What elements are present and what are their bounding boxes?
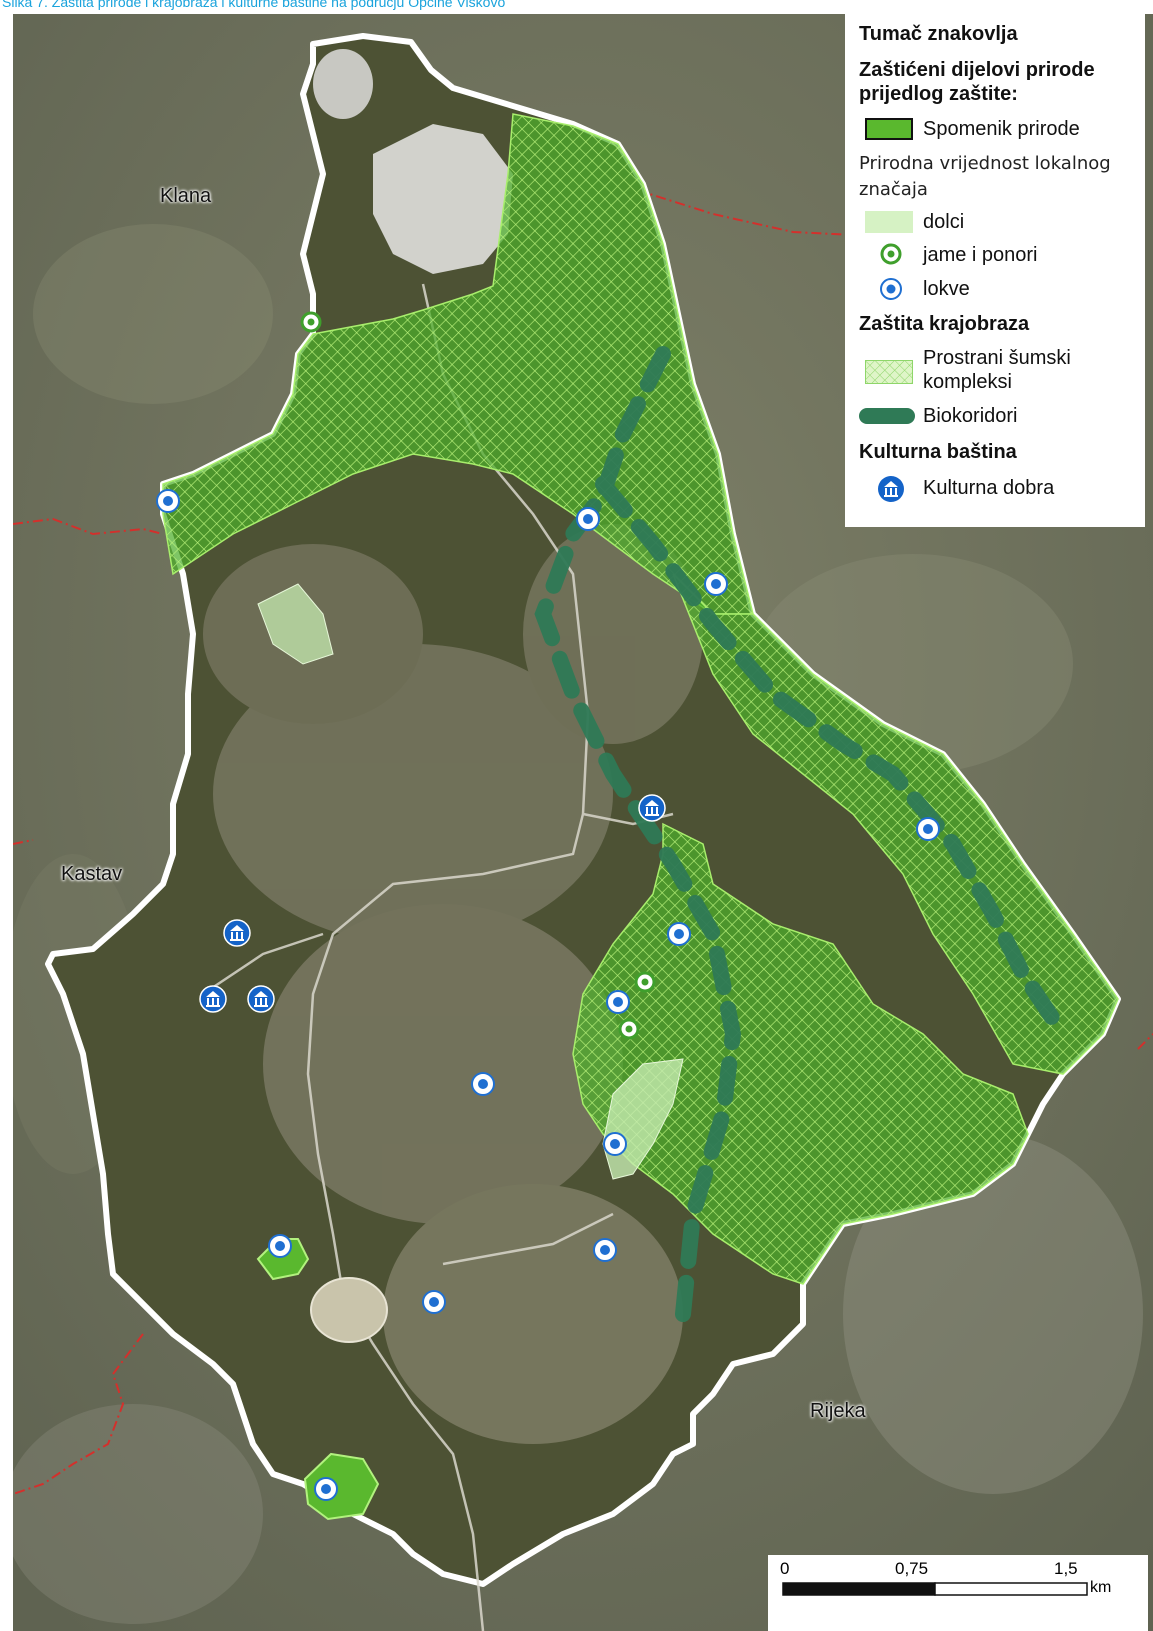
- legend-local-value: Prirodna vrijednost lokalnog značaja: [859, 153, 1111, 200]
- blue-dot-icon[interactable]: [606, 990, 630, 1014]
- legend-dolci-symbol: [865, 211, 913, 233]
- scale-tick-15: 1,5: [1054, 1559, 1078, 1578]
- legend-spomenik-label: Spomenik prirode: [923, 118, 1080, 140]
- settlement-texture: [203, 524, 703, 1444]
- blue-dot-icon[interactable]: [576, 507, 600, 531]
- legend-section-culture: Kulturna baština: [859, 441, 1017, 463]
- jame-markers: [300, 311, 656, 1040]
- legend-biokoridori-symbol: [859, 408, 915, 424]
- legend-prostrani-label: Prostrani šumski kompleksi: [923, 347, 1071, 393]
- blue-dot-icon[interactable]: [704, 572, 728, 596]
- blue-dot-icon[interactable]: [471, 1072, 495, 1096]
- green-ring-icon[interactable]: [618, 1018, 640, 1040]
- place-label-kastav: Kastav: [61, 863, 123, 885]
- museum-icon[interactable]: [199, 985, 227, 1013]
- figure-caption: Slika 7. Zaštita prirode i krajobraza i …: [0, 0, 1153, 14]
- blue-dot-icon[interactable]: [603, 1132, 627, 1156]
- legend-dolci-label: dolci: [923, 211, 965, 233]
- legend-title: Tumač znakovlja: [859, 23, 1018, 45]
- legend-lokve-label: lokve: [923, 278, 970, 300]
- scale-bar: 0 0,75 1,5 km: [768, 1555, 1148, 1631]
- green-ring-icon[interactable]: [300, 311, 322, 333]
- culture-markers: [199, 794, 666, 1013]
- quarry-north: [313, 49, 373, 119]
- scale-tick-075: 0,75: [895, 1559, 929, 1578]
- legend-museum-icon: [878, 476, 904, 502]
- caption-text: Slika 7. Zaštita prirode i krajobraza i …: [2, 0, 506, 10]
- quarry-area: [373, 124, 513, 274]
- spomenik-prirode-south: [303, 1452, 380, 1521]
- racetrack: [310, 1277, 388, 1343]
- biocorridor-layer: [534, 346, 1071, 1322]
- legend-kulturna-label: Kulturna dobra: [923, 477, 1055, 499]
- scale-bar-graphic: [782, 1582, 1088, 1596]
- legend-biokoridori-label: Biokoridori: [923, 405, 1018, 427]
- blue-dot-icon[interactable]: [156, 489, 180, 513]
- museum-icon[interactable]: [223, 919, 251, 947]
- dolac-north-west: [257, 583, 334, 665]
- lokve-markers: [156, 489, 940, 1501]
- legend-spomenik-symbol: [865, 118, 913, 140]
- green-ring-icon[interactable]: [634, 971, 656, 993]
- blue-dot-icon[interactable]: [667, 922, 691, 946]
- biocorridor-east: [595, 476, 1071, 1042]
- legend-jame-label: jame i ponori: [923, 244, 1038, 266]
- place-label-klana: Klana: [160, 185, 212, 207]
- blue-dot-icon[interactable]: [916, 817, 940, 841]
- map-legend: Tumač znakovlja Zaštićeni dijelovi priro…: [845, 14, 1145, 527]
- blue-dot-icon[interactable]: [422, 1290, 446, 1314]
- legend-section-nature: Zaštićeni dijelovi prirode prijedlog zaš…: [859, 59, 1095, 105]
- place-label-rijeka: Rijeka: [810, 1400, 866, 1422]
- scale-tick-0: 0: [780, 1559, 790, 1578]
- blue-dot-icon[interactable]: [314, 1477, 338, 1501]
- blue-dot-icon[interactable]: [593, 1238, 617, 1262]
- legend-section-landscape: Zaštita krajobraza: [859, 313, 1030, 335]
- legend-lokve-symbol: [880, 278, 902, 300]
- museum-icon[interactable]: [638, 794, 666, 822]
- scale-unit: km: [1090, 1579, 1112, 1596]
- museum-icon[interactable]: [247, 985, 275, 1013]
- legend-prostrani-symbol: [865, 360, 913, 384]
- blue-dot-icon[interactable]: [268, 1234, 292, 1258]
- legend-jame-symbol: [880, 243, 902, 265]
